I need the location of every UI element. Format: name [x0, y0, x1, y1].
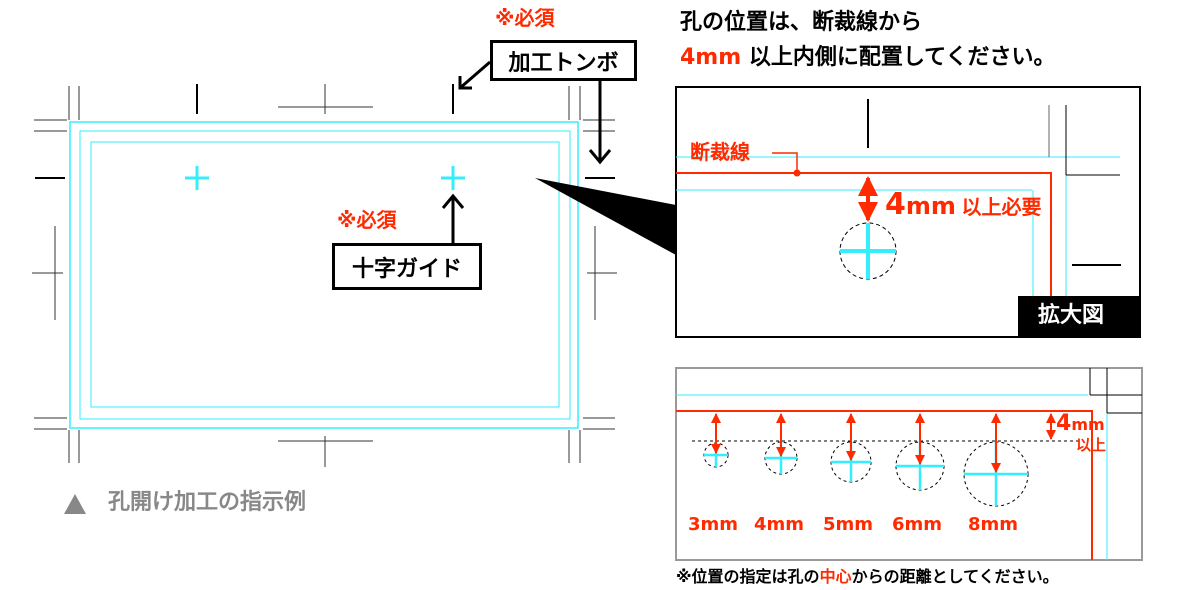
distance-number: 4 — [885, 187, 906, 222]
min-text: 以上 — [1076, 436, 1107, 454]
required-note: ※必須 — [337, 208, 397, 232]
trim-marks-label: 加工トンボ — [490, 40, 637, 81]
business-card-layout — [32, 60, 676, 514]
distance-text: 以上必要 — [961, 195, 1042, 219]
min-unit: mm — [1071, 415, 1105, 434]
footnote: ※位置の指定は孔の中心からの距離としてください。 — [676, 569, 1059, 585]
hole-size-label: 3mm — [688, 514, 739, 535]
hole-size-label: 4mm — [754, 514, 805, 535]
heading-line1: 孔の位置は、断裁線から — [680, 10, 923, 35]
min-distance-label: 4mm — [1056, 413, 1105, 435]
callout-arrows — [441, 60, 612, 243]
distance-label: 4mm 以上必要 — [885, 190, 1041, 220]
heading-highlight: 4mm — [680, 45, 742, 70]
heading-line2: 4mm 以上内側に配置してください。 — [680, 47, 1056, 69]
hole-size-label: 6mm — [892, 514, 943, 535]
cross-guide-label: 十字ガイド — [332, 243, 482, 290]
hole-size-label: 5mm — [823, 514, 874, 535]
footnote-post: からの距離としてください。 — [851, 567, 1059, 586]
zoom-badge: 拡大図 — [1038, 303, 1105, 328]
heading-rest: 以上内側に配置してください。 — [741, 45, 1056, 70]
cut-line-label: 断裁線 — [690, 140, 750, 164]
cross-guide-marks — [185, 166, 465, 190]
hole-sizes-panel — [675, 367, 1143, 561]
hole-size-label: 8mm — [968, 514, 1019, 535]
distance-unit: mm — [905, 192, 956, 220]
footnote-highlight: 中心 — [819, 567, 852, 586]
zoom-pointer — [535, 178, 676, 255]
caption: 孔開け加工の指示例 — [108, 490, 307, 515]
footnote-pre: ※位置の指定は孔の — [676, 567, 820, 586]
required-note: ※必須 — [495, 6, 555, 30]
min-number: 4 — [1056, 411, 1072, 436]
trim-marks — [32, 84, 617, 467]
zoom-panel — [675, 86, 1141, 338]
triangle-icon — [64, 494, 86, 514]
